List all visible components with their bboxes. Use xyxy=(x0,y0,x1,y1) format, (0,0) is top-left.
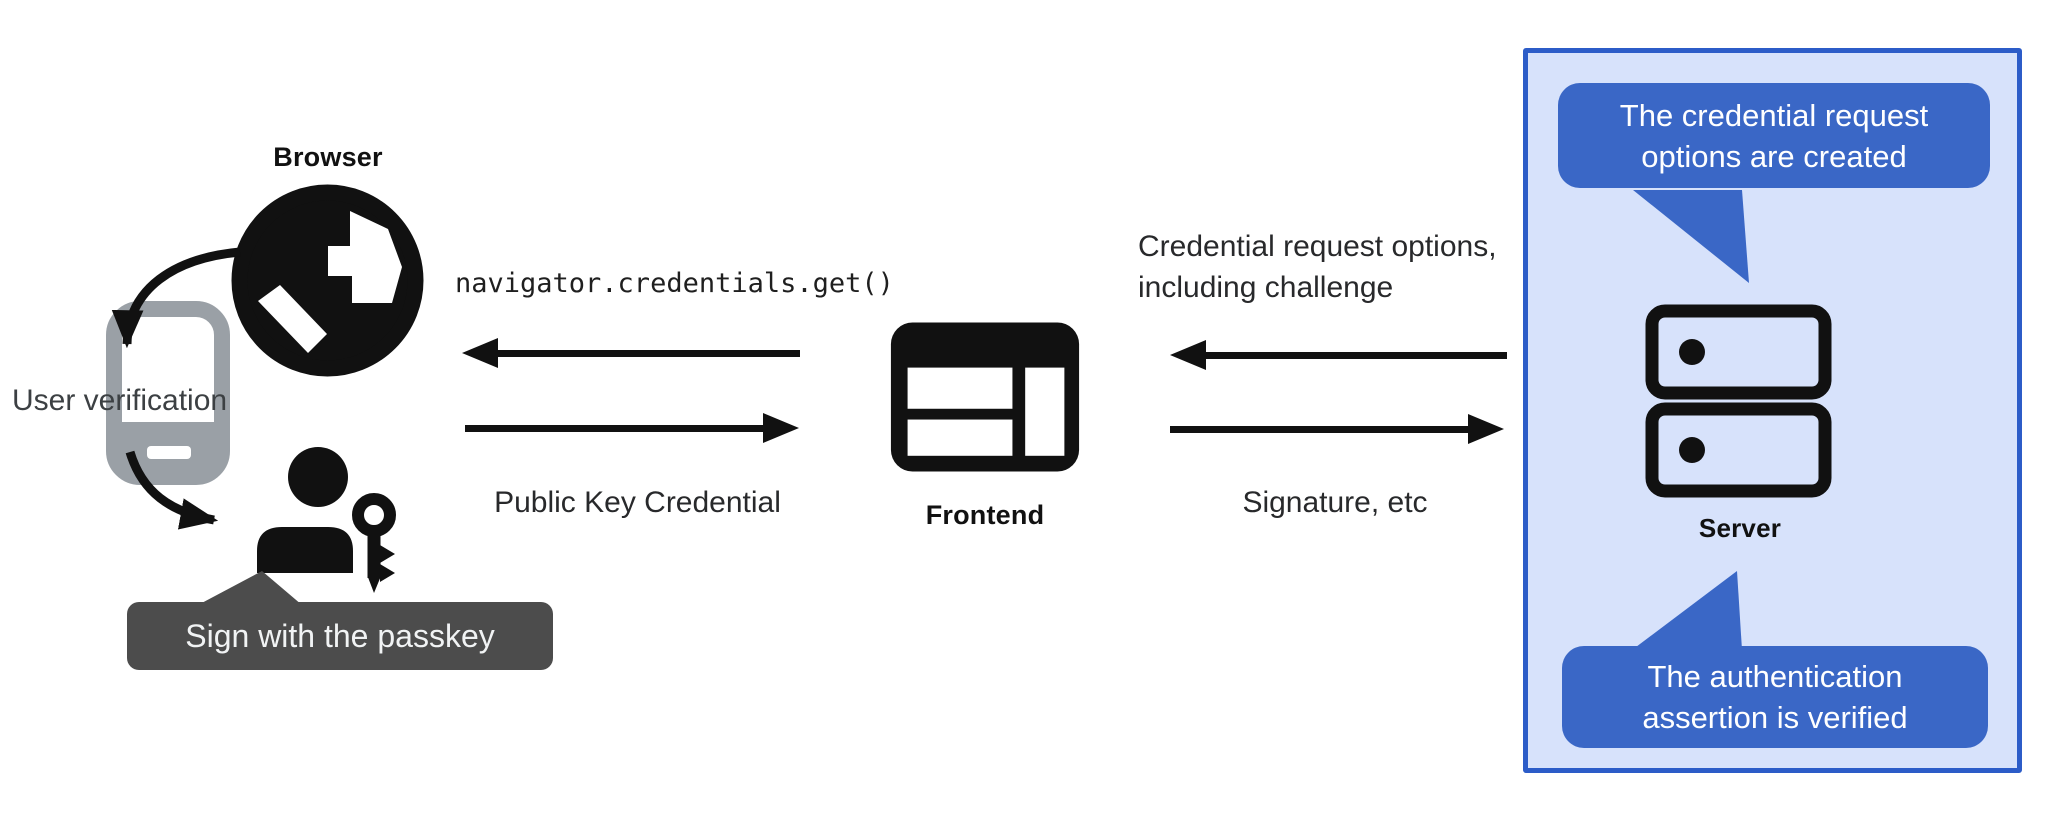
bubble-assertion-verified: The authentication assertion is verified xyxy=(1562,646,1988,748)
key-icon xyxy=(352,493,396,593)
server-label: Server xyxy=(1698,513,1782,543)
browser-window-icon xyxy=(890,322,1080,472)
public-key-credential-label: Public Key Credential xyxy=(494,486,781,519)
browser-label: Browser xyxy=(273,142,383,172)
arrowhead-left xyxy=(1170,340,1206,370)
frontend-label: Frontend xyxy=(925,500,1045,530)
server-stack-icon xyxy=(1645,304,1832,498)
passkey-tooltip: Sign with the passkey xyxy=(127,602,553,670)
signature-label: Signature, etc xyxy=(1242,486,1428,519)
arrowhead-right xyxy=(763,413,799,443)
globe-icon xyxy=(231,184,424,377)
credential-request-label: Credential request options, including ch… xyxy=(1138,230,1497,304)
bubble-credential-request-created: The credential request options are creat… xyxy=(1558,83,1990,188)
person-icon xyxy=(257,447,396,593)
arrowhead-left xyxy=(462,338,498,368)
api-call-label: navigator.credentials.get() xyxy=(455,268,894,299)
arrowhead-right xyxy=(1468,414,1504,444)
passkey-tooltip-text: Sign with the passkey xyxy=(185,617,495,654)
user-verification-label: User verification xyxy=(12,384,228,417)
